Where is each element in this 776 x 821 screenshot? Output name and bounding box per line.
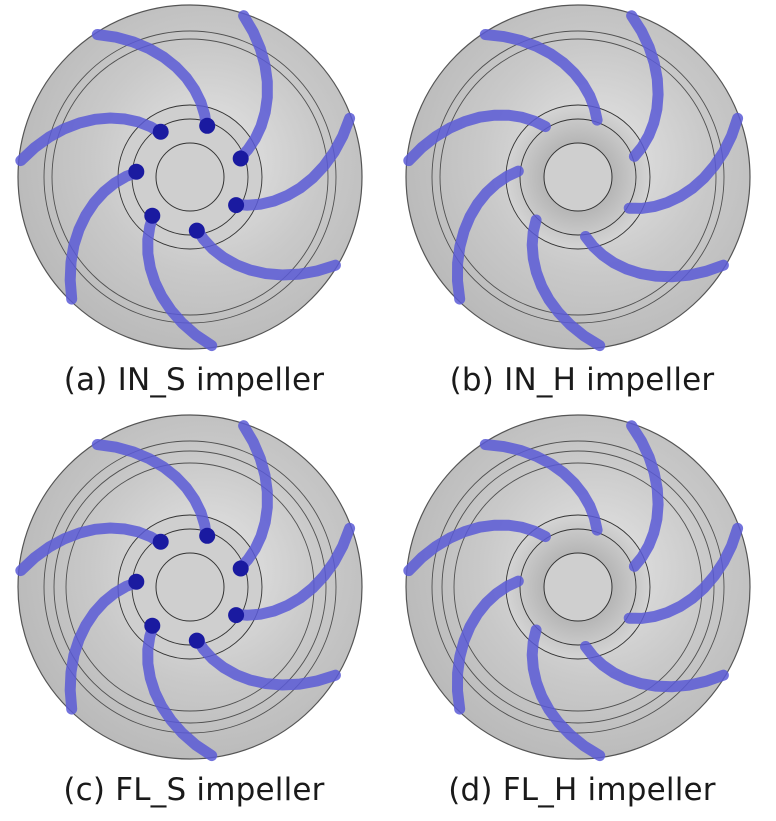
blade-0 bbox=[626, 420, 664, 572]
panel-fl-s-impeller: (c) FL_S impeller bbox=[0, 410, 388, 820]
impeller-a-drawing bbox=[15, 4, 363, 352]
blade-3 bbox=[526, 214, 606, 352]
blade-1 bbox=[623, 522, 744, 624]
blade-0 bbox=[233, 10, 273, 165]
hub bbox=[543, 552, 613, 622]
blade-root-3 bbox=[144, 617, 161, 634]
blade-root-6 bbox=[199, 117, 216, 134]
blade-6 bbox=[479, 439, 603, 536]
blade-root-0 bbox=[232, 560, 249, 577]
ring-1 bbox=[53, 450, 327, 724]
blade-3 bbox=[526, 624, 606, 762]
blade-6 bbox=[91, 439, 212, 544]
caption-a: (a) IN_S impeller bbox=[63, 362, 325, 398]
hub bbox=[155, 142, 225, 212]
caption-c: (c) FL_S impeller bbox=[63, 772, 325, 808]
ring-1 bbox=[441, 450, 715, 724]
blade-3 bbox=[142, 618, 218, 762]
panel-fl-h-impeller: (d) FL_H impeller bbox=[388, 410, 776, 820]
blade-root-0 bbox=[232, 150, 249, 167]
blade-5 bbox=[403, 519, 551, 577]
blade-root-2 bbox=[188, 222, 205, 239]
panel-in-h-impeller: (b) IN_H impeller bbox=[388, 0, 776, 410]
ring-0 bbox=[431, 30, 725, 324]
impeller-b-drawing bbox=[403, 4, 751, 352]
blade-3 bbox=[142, 208, 218, 352]
blade-4 bbox=[451, 575, 524, 715]
blade-4 bbox=[451, 165, 524, 305]
hub bbox=[543, 142, 613, 212]
blade-2 bbox=[191, 633, 341, 691]
blade-root-4 bbox=[128, 163, 145, 180]
blade-1 bbox=[228, 112, 356, 211]
blade-root-6 bbox=[199, 527, 216, 544]
blade-2 bbox=[580, 641, 729, 693]
ring-1 bbox=[439, 38, 717, 316]
blade-6 bbox=[91, 29, 212, 134]
inner-ring bbox=[519, 118, 637, 236]
blade-root-4 bbox=[128, 573, 145, 590]
blade-0 bbox=[233, 420, 273, 575]
caption-b: (b) IN_H impeller bbox=[449, 362, 715, 398]
blade-1 bbox=[228, 522, 356, 621]
blade-root-1 bbox=[228, 607, 245, 624]
hub bbox=[155, 552, 225, 622]
blade-root-3 bbox=[144, 207, 161, 224]
ring-0 bbox=[431, 440, 725, 734]
blade-root-5 bbox=[152, 123, 169, 140]
impeller-d-drawing bbox=[403, 414, 751, 762]
blade-5 bbox=[403, 109, 551, 167]
blade-4 bbox=[64, 576, 144, 715]
blade-2 bbox=[191, 223, 341, 281]
blade-1 bbox=[623, 112, 744, 214]
panel-in-s-impeller: (a) IN_S impeller bbox=[0, 0, 388, 410]
blade-root-5 bbox=[152, 533, 169, 550]
ring-1 bbox=[51, 38, 329, 316]
caption-d: (d) FL_H impeller bbox=[448, 772, 716, 808]
blade-5 bbox=[15, 112, 168, 167]
inner-ring bbox=[519, 528, 637, 646]
blade-4 bbox=[64, 166, 144, 305]
blade-root-1 bbox=[228, 197, 245, 214]
blade-6 bbox=[479, 29, 603, 126]
blade-5 bbox=[15, 522, 168, 577]
blade-root-2 bbox=[188, 632, 205, 649]
blade-2 bbox=[580, 231, 729, 283]
impeller-c-drawing bbox=[15, 414, 363, 762]
blade-0 bbox=[626, 10, 664, 162]
